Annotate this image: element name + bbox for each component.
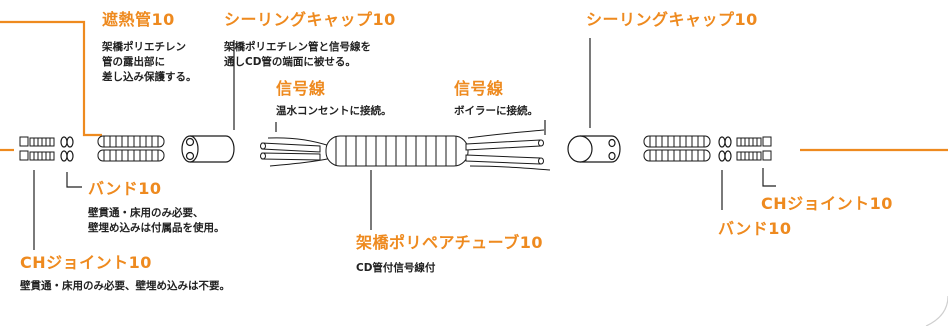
label-pair-tube-title: 架橋ポリペアチューブ10 (356, 233, 543, 252)
label-sealing-right-title: シーリングキャップ10 (586, 10, 758, 29)
label-ch-left-desc: 壁貫通・床用のみ必要、壁埋め込みは不要。 (20, 280, 230, 292)
label-sealing-left-title: シーリングキャップ10 (224, 10, 396, 29)
ch-joint-right-icon (736, 136, 772, 161)
label-signal-left-title: 信号線 (276, 79, 326, 98)
label-ch-left-title: CHジョイント10 (20, 253, 152, 272)
sealing-cap-right-icon (567, 135, 621, 163)
pair-tube-icon (260, 129, 551, 171)
label-sealing-left-desc: 架橋ポリエチレン管と信号線を 通しCD管の端面に被せる。 (224, 41, 371, 68)
label-band-left-title: バンド10 (88, 179, 162, 198)
leader-ch-right (762, 168, 776, 187)
band-left-icon (60, 136, 74, 162)
label-ch-right-title: CHジョイント10 (761, 194, 893, 213)
label-band-right-title: バンド10 (718, 219, 792, 238)
label-band-left-desc: 壁貫通・床用のみ必要、 壁埋め込みは付属品を使用。 (88, 207, 225, 234)
ch-joint-left-icon (19, 136, 55, 161)
heat-shield-tube-right-icon (643, 135, 711, 162)
label-pair-tube-desc: CD管付信号線付 (356, 262, 436, 274)
label-signal-right-title: 信号線 (454, 79, 504, 98)
label-signal-right-desc: ボイラーに接続。 (454, 105, 538, 117)
label-shunetsu-desc: 架橋ポリエチレン 管の露出部に 差し込み保護する。 (102, 41, 197, 83)
leader-band-left (66, 172, 82, 188)
band-right-icon (718, 136, 732, 162)
frame-line-top-left (0, 20, 102, 137)
corner-curve (925, 295, 948, 326)
heat-shield-tube-left-icon (97, 135, 165, 162)
sealing-cap-left-icon (181, 135, 235, 163)
label-signal-left-desc: 温水コンセントに接続。 (276, 105, 392, 117)
label-shunetsu-title: 遮熱管10 (102, 10, 175, 29)
